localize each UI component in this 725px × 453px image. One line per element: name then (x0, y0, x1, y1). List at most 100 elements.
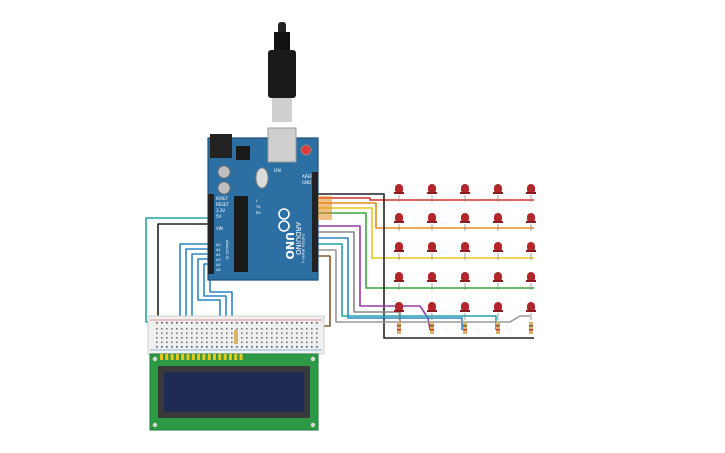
led[interactable] (394, 302, 404, 320)
led[interactable] (394, 213, 404, 231)
breadboard-hole (166, 328, 168, 330)
led[interactable] (394, 272, 404, 290)
analog-pin-label: A5 (216, 268, 221, 272)
led[interactable] (526, 184, 536, 202)
wire-purple-col[interactable] (318, 225, 431, 331)
breadboard-hole (266, 346, 268, 348)
led[interactable] (493, 242, 503, 260)
breadboard-hole (181, 337, 183, 339)
breadboard-hole (221, 322, 223, 324)
led[interactable] (427, 272, 437, 290)
led[interactable] (493, 184, 503, 202)
wire-red-row1[interactable] (318, 197, 534, 201)
breadboard-hole (221, 328, 223, 330)
breadboard-hole (301, 322, 303, 324)
wire-black-gnd[interactable] (318, 193, 534, 339)
breadboard-hole (246, 337, 248, 339)
reset-button[interactable] (300, 144, 312, 156)
led[interactable] (460, 184, 470, 202)
breadboard-hole (276, 322, 278, 324)
breadboard-hole (161, 322, 163, 324)
digital-header[interactable] (312, 172, 318, 272)
led[interactable] (526, 242, 536, 260)
resistor[interactable] (529, 322, 533, 334)
lcd-display[interactable] (149, 353, 319, 431)
breadboard-hole (296, 341, 298, 344)
led[interactable] (526, 213, 536, 231)
breadboard-hole (161, 341, 163, 344)
on-label: ON (274, 168, 281, 174)
breadboard-hole (316, 337, 318, 339)
ioref-label: IOREF (216, 196, 229, 201)
led[interactable] (394, 184, 404, 202)
resistor[interactable] (496, 322, 500, 334)
lcd-pin (207, 354, 211, 360)
digital-pin-connectors (318, 196, 332, 220)
breadboard-hole (231, 346, 233, 348)
mount-hole (152, 356, 158, 362)
breadboard-hole (181, 346, 183, 348)
lcd-pin-header (160, 354, 243, 360)
breadboard-hole (291, 341, 293, 344)
led[interactable] (427, 184, 437, 202)
breadboard-hole (286, 337, 288, 339)
breadboard-hole (156, 341, 158, 344)
aref-label: AREF (302, 174, 313, 179)
wire-teal-col[interactable] (318, 243, 497, 330)
breadboard-hole (261, 332, 263, 335)
breadboard-hole (206, 346, 208, 348)
analog-pin-label: A2 (216, 253, 221, 257)
breadboard-hole (316, 332, 318, 335)
resistor[interactable] (430, 322, 434, 334)
potentiometer-resistor[interactable] (234, 330, 238, 344)
breadboard-hole (286, 346, 288, 348)
lcd-pin (170, 354, 174, 360)
resistor[interactable] (463, 322, 467, 334)
wire-orange-row2[interactable] (318, 202, 534, 229)
breadboard-hole (186, 346, 188, 348)
led[interactable] (493, 302, 503, 320)
breadboard-hole (286, 328, 288, 330)
power-analog-header[interactable] (208, 194, 214, 274)
wire-yellow-row3[interactable] (318, 207, 534, 259)
wire-green-row4[interactable] (318, 212, 534, 289)
led[interactable] (493, 213, 503, 231)
led[interactable] (427, 213, 437, 231)
led[interactable] (427, 242, 437, 260)
usb-port[interactable] (267, 127, 297, 163)
led[interactable] (526, 272, 536, 290)
led[interactable] (427, 302, 437, 320)
breadboard-hole (276, 346, 278, 348)
led[interactable] (460, 272, 470, 290)
breadboard-hole (281, 346, 283, 348)
atmega-chip (234, 196, 248, 272)
breadboard-hole (191, 328, 193, 330)
breadboard[interactable] (147, 315, 325, 355)
led[interactable] (460, 213, 470, 231)
breadboard-hole (176, 322, 178, 324)
led[interactable] (460, 302, 470, 320)
led[interactable] (526, 302, 536, 320)
breadboard-hole (316, 341, 318, 344)
lcd-pin (160, 354, 163, 360)
resistor[interactable] (397, 322, 401, 334)
wire-gray-col5[interactable] (318, 249, 530, 323)
usb-cable[interactable] (268, 22, 296, 122)
breadboard-hole (181, 322, 183, 324)
breadboard-hole (211, 332, 213, 335)
breadboard-hole (201, 341, 203, 344)
arduino-board[interactable]: ARDUINO UNO ON AREF GND IOREF RESET 3.3V… (207, 127, 332, 281)
analog-pin-label: A0 (216, 243, 221, 247)
breadboard-hole (216, 332, 218, 335)
led[interactable] (460, 242, 470, 260)
lcd-pin (213, 354, 216, 360)
breadboard-hole (196, 341, 198, 344)
breadboard-hole (266, 322, 268, 324)
led[interactable] (394, 242, 404, 260)
breadboard-hole (231, 322, 233, 324)
tx-label: TX (255, 205, 261, 209)
led[interactable] (493, 272, 503, 290)
power-jack[interactable] (210, 134, 232, 158)
analog-label: ANALOG IN (225, 240, 229, 260)
